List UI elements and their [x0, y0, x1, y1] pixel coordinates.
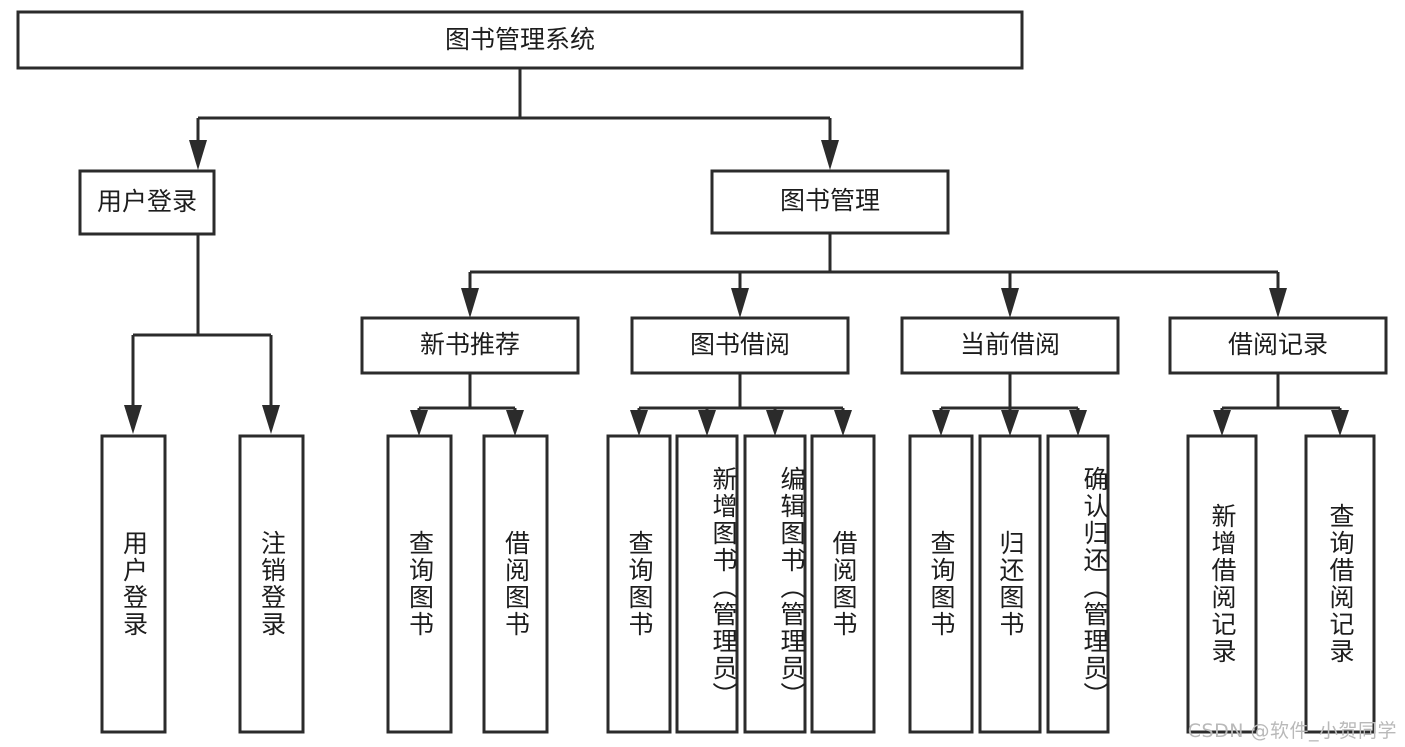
node-box-current-borrow[interactable]	[900, 316, 1120, 375]
node-box-leaf-edit-book[interactable]	[743, 434, 807, 734]
arrow-head-book-management	[821, 140, 839, 170]
arrow-head-leaf-return-book	[1001, 410, 1019, 436]
arrow-head-current-borrow	[1001, 288, 1019, 318]
arrow-head-leaf-edit-book	[766, 410, 784, 436]
node-label-root: 图书管理系统	[445, 25, 595, 54]
node-label-borrow-record: 借阅记录	[1228, 330, 1328, 359]
connector-group-root	[189, 68, 839, 170]
arrow-head-user-login	[189, 140, 207, 170]
arrow-head-leaf-confirm-return	[1069, 410, 1087, 436]
connector-group-book-borrow	[630, 373, 852, 436]
node-box-leaf-add-record[interactable]	[1186, 434, 1258, 734]
node-box-root[interactable]	[16, 10, 1024, 70]
arrow-head-leaf-user-login	[124, 405, 142, 434]
node-box-leaf-confirm-return[interactable]	[1046, 434, 1110, 734]
node-box-new-book-recommend[interactable]	[360, 316, 580, 375]
node-label-book-management: 图书管理	[780, 186, 880, 215]
csdn-watermark: CSDN @软件_小贺同学	[1187, 720, 1397, 742]
node-box-leaf-user-login[interactable]	[100, 434, 167, 734]
arrow-head-leaf-logout-login	[262, 405, 280, 434]
node-box-leaf-borrow-book-2[interactable]	[810, 434, 876, 734]
connector-group-book-management	[461, 233, 1287, 318]
node-box-leaf-logout-login[interactable]	[238, 434, 305, 734]
connector-group-new-book-recommend	[410, 373, 524, 436]
node-box-leaf-add-book[interactable]	[675, 434, 739, 734]
arrow-head-leaf-query-book-1	[410, 410, 428, 436]
arrow-head-leaf-add-book	[698, 410, 716, 436]
node-label-current-borrow: 当前借阅	[960, 330, 1060, 359]
node-box-leaf-query-record[interactable]	[1304, 434, 1376, 734]
node-label-book-borrow: 图书借阅	[690, 330, 790, 359]
node-box-leaf-return-book[interactable]	[978, 434, 1042, 734]
node-box-book-borrow[interactable]	[630, 316, 850, 375]
node-label-user-login: 用户登录	[97, 187, 197, 216]
arrow-head-leaf-borrow-book-2	[834, 410, 852, 436]
node-box-leaf-query-book-1[interactable]	[386, 434, 453, 734]
connector-group-borrow-record	[1213, 373, 1349, 436]
node-box-leaf-query-book-2[interactable]	[606, 434, 672, 734]
arrow-head-book-borrow	[731, 288, 749, 318]
arrow-head-new-book-recommend	[461, 288, 479, 318]
node-box-book-management[interactable]	[710, 169, 950, 235]
arrow-head-leaf-borrow-book-1	[506, 410, 524, 436]
arrow-head-borrow-record	[1269, 288, 1287, 318]
connector-group-user-login	[124, 234, 280, 434]
arrow-head-leaf-query-book-2	[630, 410, 648, 436]
arrow-head-leaf-query-book-3	[932, 410, 950, 436]
connector-group-current-borrow	[932, 373, 1087, 436]
arrow-head-leaf-query-record	[1331, 410, 1349, 436]
node-box-borrow-record[interactable]	[1168, 316, 1388, 375]
arrow-head-leaf-add-record	[1213, 410, 1231, 436]
node-label-new-book-recommend: 新书推荐	[420, 330, 520, 359]
node-box-leaf-query-book-3[interactable]	[908, 434, 974, 734]
node-box-leaf-borrow-book-1[interactable]	[482, 434, 549, 734]
node-box-user-login[interactable]	[78, 169, 216, 236]
